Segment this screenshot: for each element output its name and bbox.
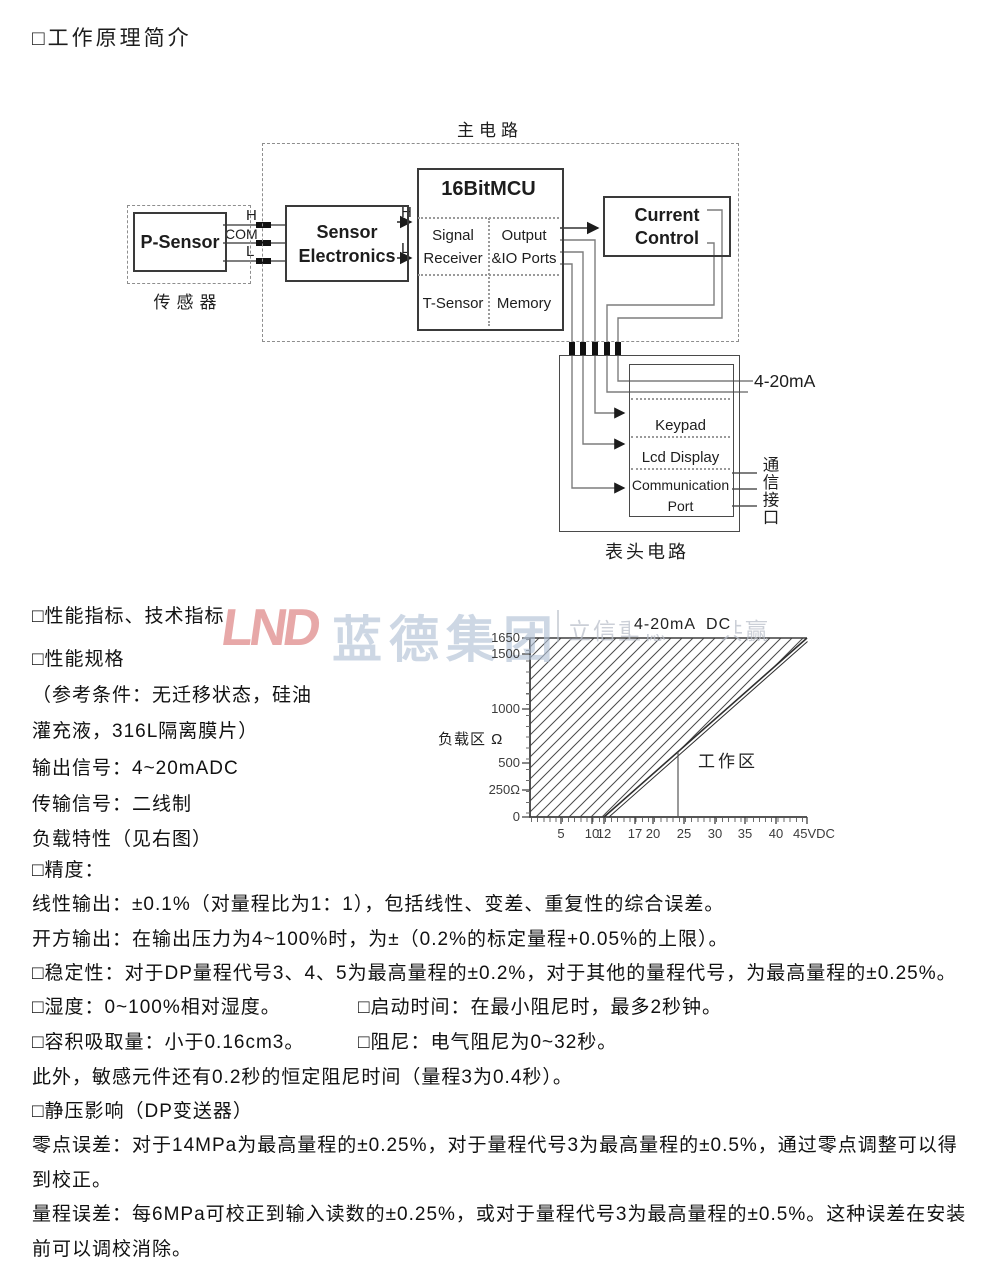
mcu-box — [417, 168, 564, 331]
y-tick-500: 500 — [498, 755, 520, 770]
comm-port-lines — [732, 472, 757, 507]
spec-line: □精度： — [32, 860, 105, 881]
p-sensor-box: P-Sensor — [133, 212, 227, 272]
y-tick-1650: 1650 — [491, 630, 520, 645]
watermark-separator — [557, 610, 559, 642]
hatched-region — [530, 638, 807, 817]
mcu-in-label-h: H — [401, 204, 412, 221]
y-minor-ticks — [526, 639, 530, 817]
meter-inner-box — [629, 364, 734, 517]
y-tick-1000: 1000 — [491, 701, 520, 716]
x-tick-45vdc: 45VDC — [793, 826, 835, 841]
sensor-group-label: 传感器 — [153, 293, 223, 312]
y-tick-0: 0 — [512, 809, 520, 824]
x-tick-10: 10 — [584, 826, 600, 841]
meter-divider-1 — [631, 398, 730, 400]
sensor-electronics-box: Sensor Electronics — [285, 205, 409, 282]
spec-line: 量程误差：每6MPa可校正到输入读数的±0.25%，或对于量程代号3为最高量程的… — [32, 1204, 967, 1225]
x-tick-30: 30 — [707, 826, 723, 841]
watermark-logo: LND — [217, 599, 321, 657]
meter-row-lcd: Lcd Display — [641, 449, 720, 466]
sensor-wires — [223, 224, 285, 262]
specs-heading-2: □性能规格 — [32, 649, 125, 670]
page-title: □工作原理简介 — [32, 27, 192, 50]
main-circuit-label: 主电路 — [457, 121, 523, 140]
specs-heading-1: □性能指标、技术指标 — [32, 606, 225, 627]
mcu-divider-vert — [488, 218, 490, 326]
sensor-wire-terminals — [256, 222, 271, 264]
mcu-cell-memory: Memory — [496, 294, 552, 312]
spec-line: 输出信号：4~20mADC — [32, 758, 239, 779]
spec-line: 到校正。 — [32, 1170, 113, 1191]
load-line — [603, 637, 808, 818]
meter-outer-box — [559, 355, 740, 532]
x-tick-12: 12 — [596, 826, 612, 841]
x-tick-20: 20 — [645, 826, 661, 841]
x-tick-40: 40 — [768, 826, 784, 841]
x-tick-17: 17 — [627, 826, 643, 841]
spec-line: 零点误差：对于14MPa为最高量程的±0.25%，对于量程代号3为最高量程的±0… — [32, 1135, 958, 1156]
meter-row-keypad: Keypad — [655, 417, 706, 434]
mcu-cell-output-io: Output &IO Ports — [491, 227, 557, 267]
spec-line: 传输信号：二线制 — [32, 794, 193, 815]
meter-divider-2 — [631, 436, 730, 438]
spec-line: □静压影响（DP变送器） — [32, 1101, 253, 1122]
y-tick-1500: 1500 — [491, 646, 520, 661]
main-circuit-box — [262, 143, 739, 342]
current-control-box: Current Control — [603, 196, 731, 257]
mcu-cell-signal-receiver: Signal Receiver — [423, 227, 483, 267]
spec-col-2: □阻尼：电气阻尼为0~32秒。 — [358, 1032, 618, 1053]
sensor-group-box — [127, 205, 251, 284]
spec-line: （参考条件：无迁移状态，硅油 — [32, 685, 313, 706]
mcu-cell-t-sensor: T-Sensor — [422, 294, 484, 312]
spec-line: 此外，敏感元件还有0.2秒的恒定阻尼时间（量程3为0.4秒）。 — [32, 1067, 573, 1088]
pin-label-com: COM — [225, 226, 258, 242]
x-tick-35: 35 — [737, 826, 753, 841]
spec-line: 开方输出：在输出压力为4~100%时，为±（0.2%的标定量程+0.05%的上限… — [32, 929, 729, 950]
meter-divider-3 — [631, 468, 730, 470]
spec-line: 灌充液，316L隔离膜片） — [32, 721, 259, 742]
x-minor-ticks — [531, 818, 807, 822]
chart-title: 4-20mA DC — [630, 616, 736, 634]
load-line-2 — [608, 641, 808, 818]
spec-line: 线性输出：±0.1%（对量程比为1：1），包括线性、变差、重复性的综合误差。 — [32, 894, 725, 915]
spec-col-2: □启动时间：在最小阻尼时，最多2秒钟。 — [358, 997, 723, 1018]
spec-line-two-col: □容积吸取量：小于0.16cm3。 □阻尼：电气阻尼为0~32秒。 — [32, 1027, 617, 1054]
meter-circuit-label: 表头电路 — [605, 542, 689, 562]
spec-col-1: □湿度：0~100%相对湿度。 — [32, 997, 281, 1018]
spec-col-1: □容积吸取量：小于0.16cm3。 — [32, 1032, 305, 1053]
spec-line-two-col: □湿度：0~100%相对湿度。 □启动时间：在最小阻尼时，最多2秒钟。 — [32, 992, 722, 1019]
output-4-20ma-label: 4-20mA — [754, 371, 816, 391]
chart-ylabel: 负载区 Ω — [438, 731, 504, 748]
mcu-title: 16BitMCU — [441, 178, 536, 200]
meter-row-comm-port: Communication Port — [631, 477, 730, 514]
watermark-brand: 蓝德集团 — [332, 612, 560, 668]
current-control-output-wires — [606, 209, 753, 393]
x-tick-5: 5 — [557, 826, 565, 841]
comm-interface-label: 通信接口 — [760, 456, 778, 526]
meter-wire-terminals — [569, 342, 621, 356]
spec-line: 前可以调校消除。 — [32, 1239, 193, 1260]
spec-line: 负载特性（见右图） — [32, 829, 213, 850]
chart-working-region-label: 工作区 — [698, 752, 758, 771]
pin-label-h: H — [246, 207, 257, 224]
spec-line: □稳定性：对于DP量程代号3、4、5为最高量程的±0.2%，对于其他的量程代号，… — [32, 963, 957, 984]
load-chart — [522, 637, 808, 824]
x-tick-25: 25 — [676, 826, 692, 841]
mcu-in-label-l: L — [401, 240, 410, 257]
y-tick-250: 250Ω — [488, 782, 520, 797]
